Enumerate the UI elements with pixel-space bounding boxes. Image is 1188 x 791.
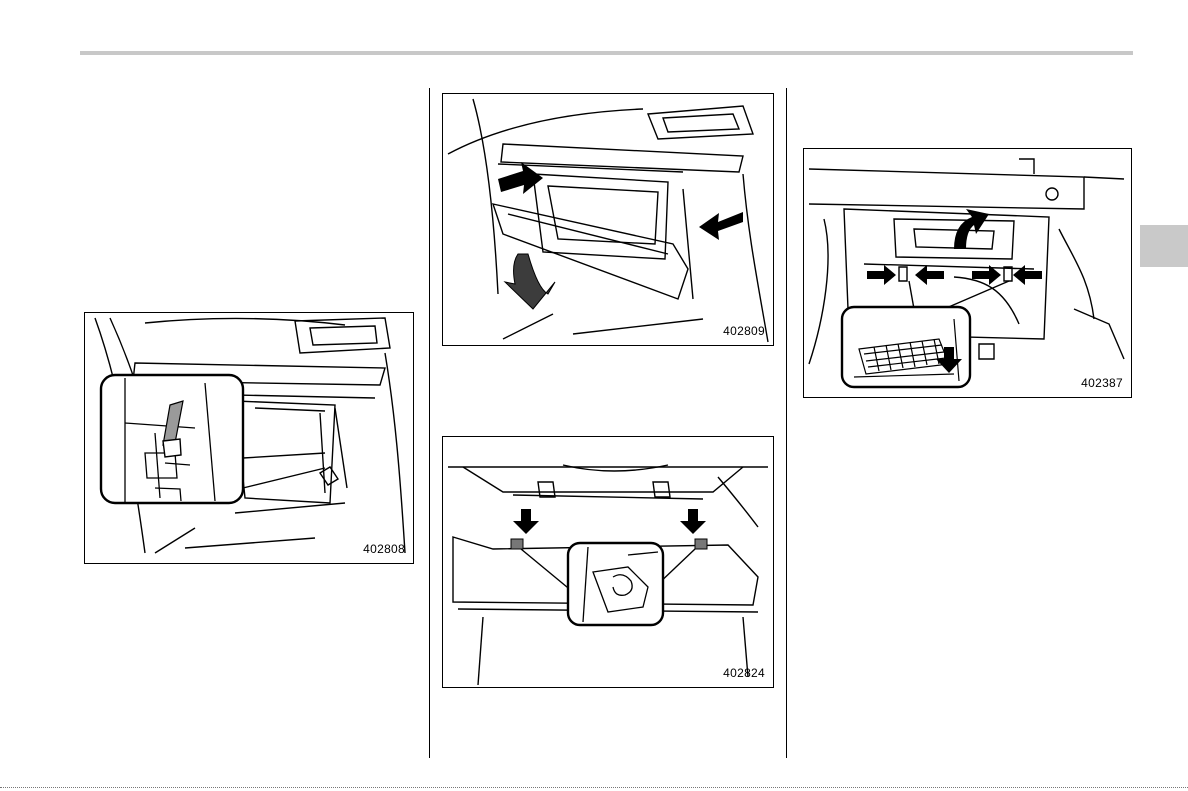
column-divider-left [429, 88, 430, 758]
glovebox-open-illustration [443, 94, 773, 345]
figure-number: 402387 [1081, 376, 1123, 390]
figure-glovebox-open: 402809 [442, 93, 774, 346]
column-divider-right [786, 88, 787, 758]
figure-number: 402809 [723, 324, 765, 338]
figure-glovebox-damper: 402808 [84, 312, 414, 564]
page-bottom-edge [0, 787, 1188, 788]
glovebox-clips-illustration [443, 437, 773, 687]
figure-number: 402824 [723, 666, 765, 680]
figure-glovebox-clips: 402824 [442, 436, 774, 688]
filter-cover-illustration [804, 149, 1131, 397]
glovebox-damper-illustration [85, 313, 413, 563]
header-rule [80, 51, 1133, 55]
section-tab [1140, 225, 1188, 267]
figure-filter-cover: 402387 [803, 148, 1132, 398]
figure-number: 402808 [363, 542, 405, 556]
